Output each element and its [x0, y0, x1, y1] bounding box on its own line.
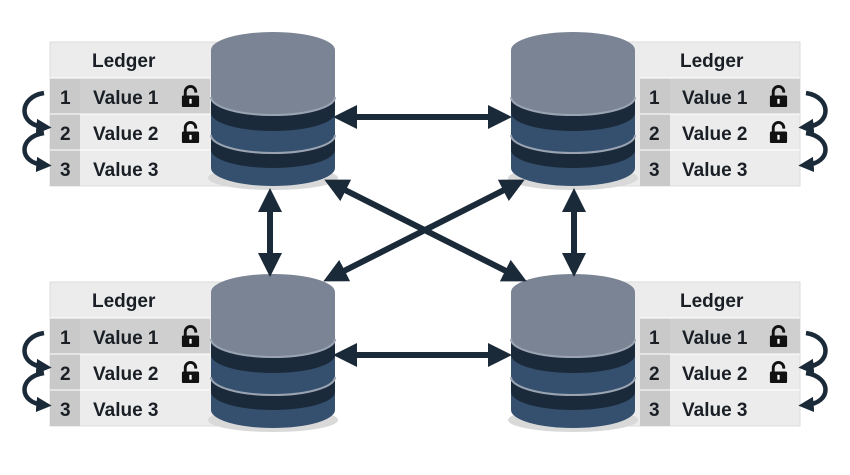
ledger-row-value: Value 3 [93, 160, 159, 181]
ledger-row-num: 3 [60, 400, 71, 421]
ledger-row-value: Value 2 [682, 364, 748, 385]
ledger-row-num: 3 [60, 160, 71, 181]
ledger-row-num: 2 [60, 124, 71, 145]
curved-arrow-icon [22, 330, 52, 375]
sync-arrow-diagonal-up [323, 179, 525, 282]
database-icon [208, 273, 338, 432]
ledger-row-value: Value 1 [682, 88, 748, 109]
curved-arrow-icon [798, 330, 828, 375]
database-icon [208, 31, 338, 190]
ledger-row-value: Value 2 [93, 364, 159, 385]
ledger-row-value: Value 1 [682, 328, 748, 349]
ledger-title: Ledger [680, 291, 744, 312]
ledger-row-num: 2 [649, 364, 660, 385]
ledger-title: Ledger [92, 291, 156, 312]
curved-arrow-icon [798, 370, 828, 413]
ledger-row-num: 1 [60, 328, 71, 349]
ledger-row-value: Value 2 [93, 124, 159, 145]
ledger-title: Ledger [92, 51, 156, 72]
curved-arrow-icon [22, 130, 52, 173]
curved-arrow-icon [798, 130, 828, 173]
ledger-row-value: Value 3 [682, 160, 748, 181]
ledger-row-value: Value 1 [93, 328, 159, 349]
ledger-row-num: 3 [649, 400, 660, 421]
ledger-row-value: Value 2 [682, 124, 748, 145]
ledger-row-num: 3 [649, 160, 660, 181]
curved-arrow-icon [22, 370, 52, 413]
ledger-row-value: Value 3 [93, 400, 159, 421]
ledger-row-value: Value 1 [93, 88, 159, 109]
ledger-row-num: 2 [60, 364, 71, 385]
ledger-row-num: 2 [649, 124, 660, 145]
curved-arrow-icon [22, 90, 52, 135]
ledger-row-num: 1 [60, 88, 71, 109]
ledger-row-num: 1 [649, 88, 660, 109]
database-icon [508, 273, 638, 432]
database-icon [508, 31, 638, 190]
ledger-row-num: 1 [649, 328, 660, 349]
ledger-row-value: Value 3 [682, 400, 748, 421]
curved-arrow-icon [798, 90, 828, 135]
ledger-title: Ledger [680, 51, 744, 72]
